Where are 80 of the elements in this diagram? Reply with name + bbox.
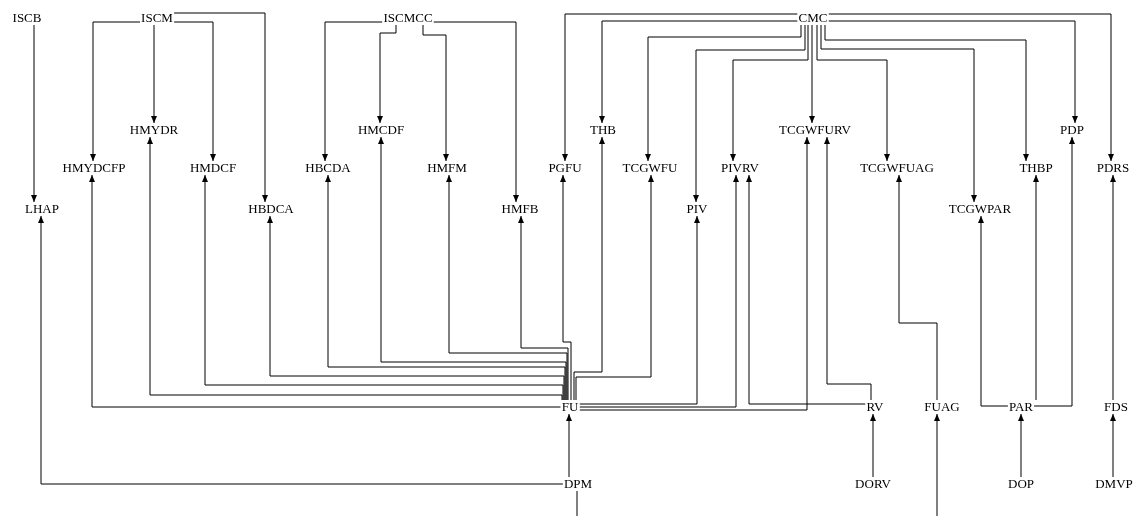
node-label: CMC — [798, 10, 828, 25]
node-label: RV — [866, 399, 884, 414]
arrow — [809, 24, 815, 124]
node-label: TCGWPAR — [948, 201, 1012, 216]
arrow — [827, 20, 1078, 124]
node-label: LHAP — [25, 201, 59, 216]
node-label: TCGWFUAG — [860, 160, 934, 175]
arrow — [827, 13, 1114, 162]
arrow — [978, 215, 1009, 407]
node-label: DORV — [855, 476, 891, 491]
arrow — [433, 21, 519, 203]
node-label: HMYDCFP — [62, 160, 126, 175]
arrow — [816, 24, 890, 162]
node-label: HBDCA — [248, 201, 294, 216]
node-label: FU — [561, 399, 579, 414]
arrow — [1110, 174, 1116, 401]
node-label: ISCMCC — [383, 10, 433, 25]
arrow — [38, 215, 564, 485]
arrow — [446, 174, 568, 401]
arrow — [31, 24, 37, 203]
node-label: ISCB — [12, 10, 42, 25]
arrow — [578, 215, 700, 405]
arrow — [896, 174, 938, 401]
node-label: HBCDA — [305, 160, 351, 175]
arrow — [1033, 136, 1075, 407]
node-label: PGFU — [548, 160, 582, 175]
arrow — [378, 136, 567, 401]
node-label: TCGWFURV — [779, 122, 851, 137]
arrow — [89, 174, 562, 408]
node-label: PDRS — [1096, 160, 1130, 175]
arrow — [573, 136, 605, 401]
arrow — [566, 413, 572, 478]
arrow — [147, 136, 563, 401]
node-label: HMDCF — [189, 160, 237, 175]
arrow — [1033, 174, 1039, 401]
node-label: FUAG — [924, 399, 960, 414]
arrow — [578, 136, 810, 411]
node-label: PDP — [1060, 122, 1084, 137]
arrow — [820, 24, 977, 203]
node-label: TCGWFU — [622, 160, 678, 175]
arrow — [730, 24, 809, 162]
node-label: DPM — [563, 476, 593, 491]
node-label: THBP — [1019, 160, 1053, 175]
node-label: DMVP — [1095, 476, 1133, 491]
arrow — [325, 174, 566, 401]
node-label: ISCM — [141, 10, 173, 25]
arrow — [267, 215, 565, 401]
node-label: PIVRV — [721, 160, 759, 175]
arrow — [578, 174, 739, 408]
arrow — [173, 12, 268, 203]
arrow — [560, 174, 572, 401]
arrow — [377, 24, 397, 124]
arrow — [322, 21, 383, 162]
arrow — [599, 20, 799, 124]
node-label: PAR — [1008, 399, 1034, 414]
arrow — [1018, 413, 1024, 478]
arrow — [824, 24, 1029, 162]
arrow — [422, 24, 449, 162]
node-label: FDS — [1104, 399, 1128, 414]
node-label: HMFM — [427, 160, 467, 175]
node-label: HMFB — [501, 201, 539, 216]
node-label: HMYDR — [129, 122, 179, 137]
node-label: THB — [590, 122, 616, 137]
arrow — [645, 24, 802, 162]
node-label: PIV — [686, 201, 708, 216]
arrow — [202, 174, 564, 401]
arrow — [746, 174, 866, 405]
arrow — [693, 24, 806, 203]
arrow — [173, 21, 216, 162]
arrow — [824, 136, 872, 401]
arrow — [934, 413, 940, 516]
arrow — [1110, 413, 1116, 478]
node-label: DOP — [1008, 476, 1034, 491]
arrow — [575, 174, 654, 401]
arrow — [90, 21, 141, 162]
arrow — [151, 24, 157, 124]
arrow — [870, 413, 876, 478]
arrow — [562, 13, 799, 162]
node-label: HMCDF — [357, 122, 405, 137]
arrow — [518, 215, 569, 401]
